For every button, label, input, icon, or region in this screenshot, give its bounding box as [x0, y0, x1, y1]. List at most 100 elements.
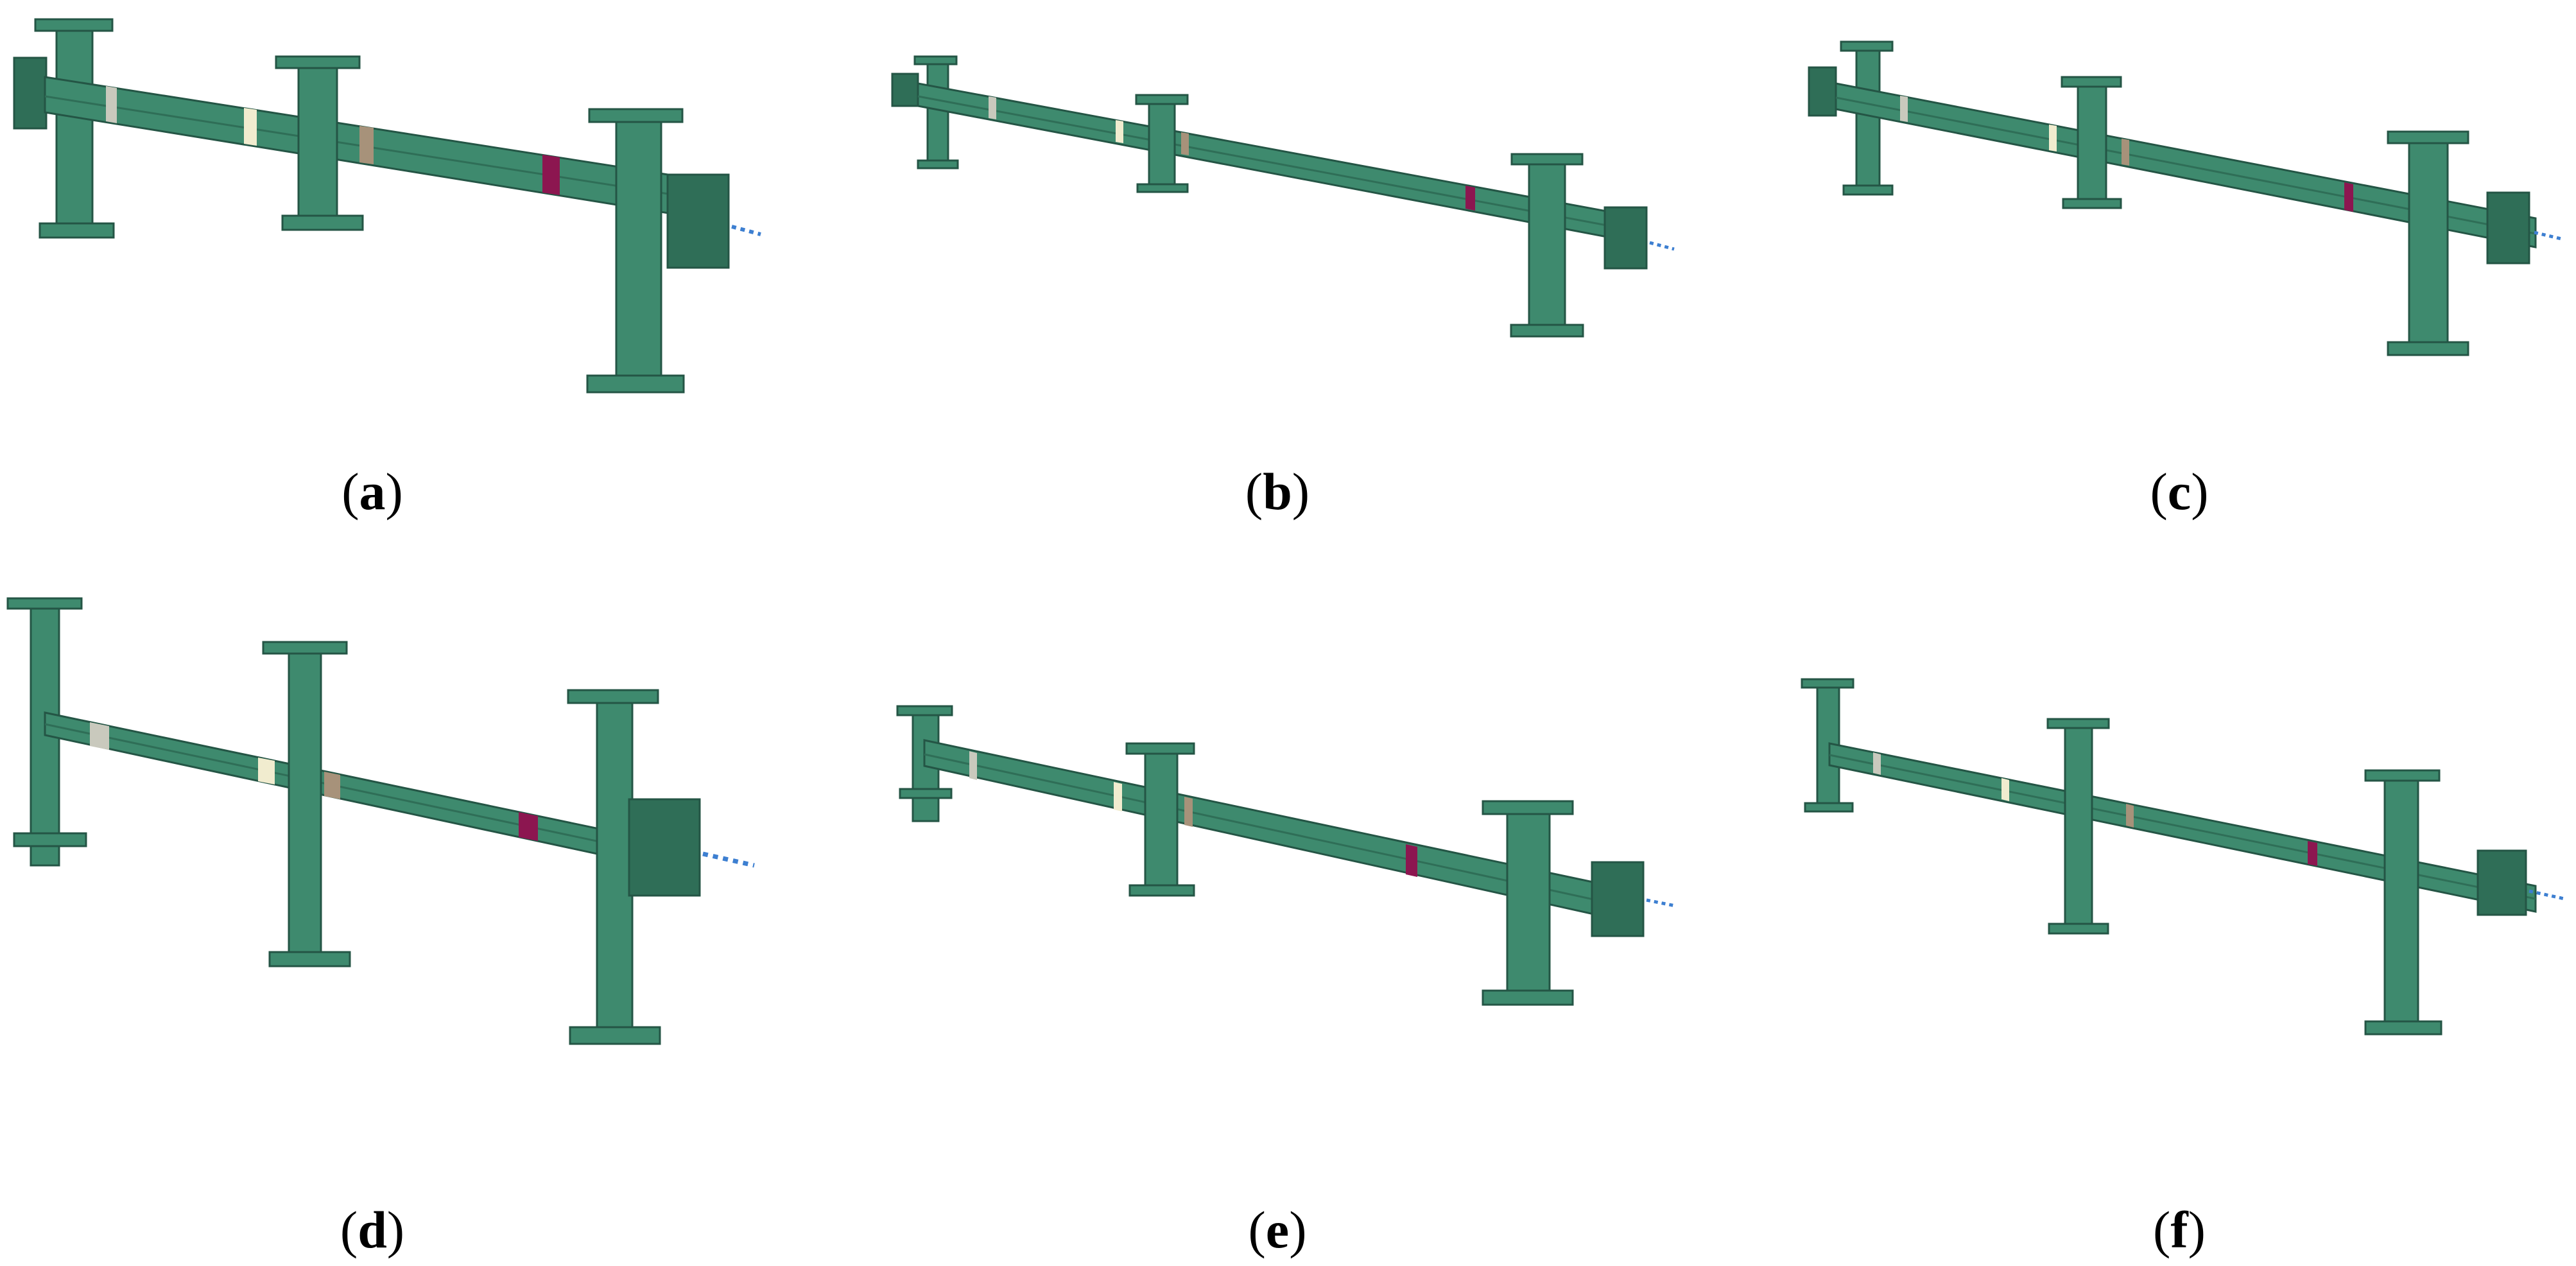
post-cap	[6, 597, 83, 610]
post	[596, 702, 634, 1028]
end-plate-right	[1604, 206, 1648, 270]
post-cap	[1840, 40, 1894, 52]
panel-f: (f)	[1797, 578, 2576, 1256]
post-base	[1482, 989, 1574, 1006]
post-base	[1842, 184, 1894, 196]
load-indicator	[2528, 889, 2565, 901]
band	[1465, 186, 1475, 211]
post-cap	[1135, 94, 1189, 105]
band	[969, 751, 977, 780]
panel-d: (d)	[0, 578, 834, 1256]
post-cap	[913, 55, 958, 65]
post	[926, 63, 949, 162]
band	[1116, 120, 1123, 143]
load-indicator	[1649, 241, 1675, 251]
post	[1144, 752, 1179, 887]
panel-b: (b)	[879, 0, 1714, 518]
end-plate-left	[891, 73, 919, 107]
band	[1181, 132, 1189, 155]
panel-a: (a)	[0, 0, 834, 518]
post-base	[2387, 341, 2469, 356]
post-base	[586, 374, 685, 394]
post-cap	[1801, 678, 1854, 689]
load-indicator	[1646, 898, 1676, 908]
band	[1184, 797, 1193, 827]
post-base	[2062, 198, 2122, 209]
panel-caption: (a)	[341, 462, 403, 521]
post-base	[1804, 802, 1854, 813]
post	[2077, 85, 2107, 200]
panel-c: (c)	[1797, 0, 2576, 518]
post-base	[1128, 884, 1195, 897]
post-cap	[896, 705, 953, 716]
band	[90, 722, 109, 750]
end-plate-right	[628, 798, 701, 897]
panel-caption: (b)	[1245, 462, 1310, 521]
panel-e: (e)	[879, 578, 1714, 1256]
end-plate-right	[2477, 849, 2527, 916]
panel-caption: (c)	[2150, 462, 2209, 521]
post	[2383, 779, 2419, 1023]
post-cap	[2387, 130, 2469, 144]
band	[106, 86, 117, 123]
post-base	[39, 222, 115, 239]
band	[244, 108, 257, 146]
post-cap	[34, 18, 114, 32]
guardrail-model-c	[1808, 40, 2562, 356]
post	[615, 121, 662, 377]
guardrail-model-d	[6, 597, 755, 1045]
post-cap	[2364, 769, 2441, 782]
post-cap	[262, 641, 348, 655]
band	[2344, 182, 2353, 212]
guardrail-model-a	[13, 18, 761, 394]
panel-caption: (f)	[2153, 1201, 2206, 1259]
post-cap	[275, 55, 361, 69]
panel-caption: (d)	[340, 1201, 405, 1259]
post	[1855, 49, 1881, 187]
post-cap	[1510, 153, 1584, 166]
post	[297, 67, 338, 217]
band	[2049, 125, 2057, 152]
band	[542, 155, 560, 195]
post	[1506, 813, 1551, 992]
band	[1900, 96, 1908, 122]
post-base	[899, 788, 953, 799]
post-base	[1510, 324, 1584, 338]
guardrail-model-e	[896, 705, 1676, 1006]
end-plate-left	[13, 56, 48, 130]
post-cap	[1125, 742, 1195, 755]
end-plate-right	[2486, 191, 2530, 264]
band	[324, 772, 340, 799]
post	[55, 30, 94, 225]
post-base	[2048, 923, 2109, 935]
post-base	[268, 951, 351, 967]
band	[1873, 752, 1881, 775]
end-plate-right	[666, 173, 730, 269]
post	[1148, 103, 1176, 186]
end-plate-right	[1591, 861, 1645, 937]
post	[2064, 727, 2093, 925]
guardrail-model-f	[1801, 678, 2565, 1036]
panel-caption: (e)	[1248, 1201, 1307, 1259]
guardrail-model-b	[891, 55, 1675, 338]
post-cap	[2046, 718, 2110, 729]
post-base	[569, 1026, 661, 1045]
post	[288, 652, 322, 953]
post-cap	[567, 689, 659, 704]
load-indicator	[731, 225, 761, 236]
post-cap	[2061, 76, 2122, 88]
post-base	[13, 832, 87, 847]
post	[1528, 163, 1566, 326]
band	[2308, 841, 2317, 866]
band	[1406, 844, 1417, 877]
post-cap	[588, 108, 684, 123]
load-indicator	[2534, 230, 2562, 241]
band	[2126, 804, 2134, 828]
post-base	[1136, 183, 1189, 193]
load-indicator	[702, 851, 755, 868]
band	[258, 758, 275, 785]
end-plate-left	[1808, 66, 1837, 117]
post	[2408, 142, 2449, 343]
post-base	[917, 159, 959, 169]
band	[2122, 139, 2129, 166]
